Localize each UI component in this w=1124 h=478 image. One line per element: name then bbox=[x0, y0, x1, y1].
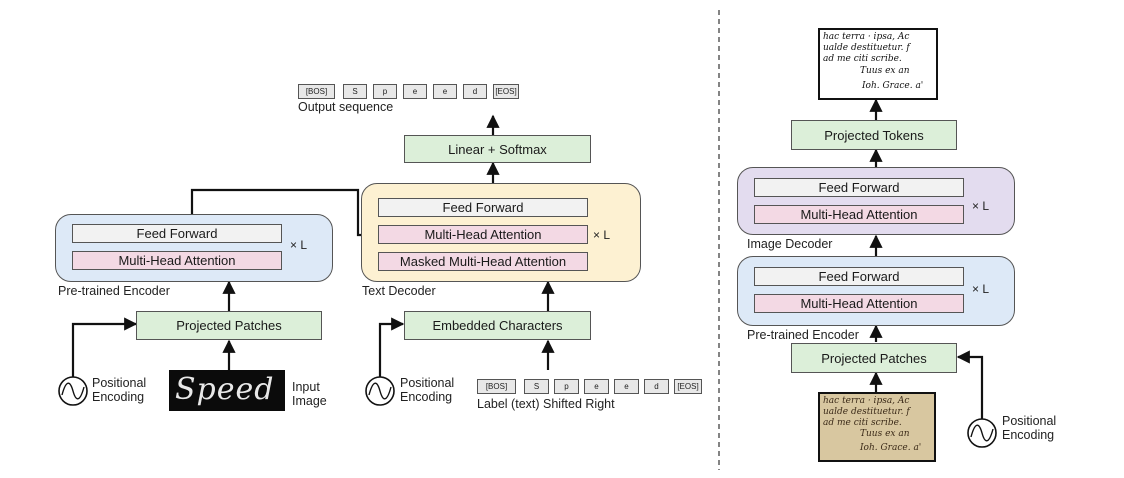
right-projected-patches: Projected Patches bbox=[791, 343, 957, 373]
output-image-line: Tuus ex an bbox=[860, 66, 910, 76]
left-encoder-repeat: × L bbox=[290, 238, 308, 252]
output-sequence: [BOS] S p e e d [EOS] bbox=[298, 84, 528, 99]
output-token: p bbox=[373, 84, 397, 99]
right-encoder-feed-forward: Feed Forward bbox=[754, 267, 964, 286]
decoder-positional-encoding-label: Positional Encoding bbox=[400, 376, 455, 404]
left-positional-encoding-label: Positional Encoding bbox=[92, 376, 147, 404]
input-token: d bbox=[644, 379, 669, 394]
right-positional-encoding-label: Positional Encoding bbox=[1002, 414, 1057, 442]
input-image-line: Ioh. Grace. a' bbox=[860, 443, 922, 453]
input-manuscript-image: hac terra · ipsa, Ac ualde destituetur. … bbox=[818, 392, 936, 462]
input-image-line: ad me citi scribe. bbox=[823, 418, 902, 428]
output-token: S bbox=[343, 84, 367, 99]
output-token: [EOS] bbox=[493, 84, 519, 99]
projected-tokens: Projected Tokens bbox=[791, 120, 957, 150]
left-encoder-attention: Multi-Head Attention bbox=[72, 251, 282, 270]
input-token: [EOS] bbox=[674, 379, 702, 394]
output-image-line: hac terra · ipsa, Ac bbox=[823, 32, 910, 42]
input-image-line: Tuus ex an bbox=[860, 429, 910, 439]
left-projected-patches: Projected Patches bbox=[136, 311, 322, 340]
image-decoder-repeat: × L bbox=[972, 199, 990, 213]
output-image: hac terra · ipsa, Ac ualde destituetur. … bbox=[818, 28, 938, 100]
input-sequence-label: Label (text) Shifted Right bbox=[477, 397, 615, 411]
input-image-handwriting: Speed bbox=[175, 372, 275, 407]
linear-softmax: Linear + Softmax bbox=[404, 135, 591, 163]
output-token: e bbox=[433, 84, 457, 99]
arrow-right-posenc-to-patches bbox=[956, 350, 984, 420]
input-token: p bbox=[554, 379, 579, 394]
output-image-line: ad me citi scribe. bbox=[823, 54, 902, 64]
output-image-line: Ioh. Grace. a' bbox=[862, 81, 924, 91]
image-decoder-caption: Image Decoder bbox=[747, 237, 833, 251]
text-decoder-masked-attention: Masked Multi-Head Attention bbox=[378, 252, 588, 271]
right-encoder-caption: Pre-trained Encoder bbox=[747, 328, 859, 342]
input-image-line: hac terra · ipsa, Ac bbox=[823, 396, 910, 406]
image-decoder-feed-forward: Feed Forward bbox=[754, 178, 964, 197]
input-image: Speed bbox=[169, 370, 285, 411]
right-encoder-attention: Multi-Head Attention bbox=[754, 294, 964, 313]
input-image-line: ualde destituetur. f bbox=[823, 407, 910, 417]
input-token: e bbox=[584, 379, 609, 394]
image-decoder-attention: Multi-Head Attention bbox=[754, 205, 964, 224]
text-decoder-feed-forward: Feed Forward bbox=[378, 198, 588, 217]
embedded-characters: Embedded Characters bbox=[404, 311, 591, 340]
text-decoder-repeat: × L bbox=[593, 228, 611, 242]
arrow-posenc-to-embedded bbox=[378, 317, 405, 378]
input-token: e bbox=[614, 379, 639, 394]
arrow-posenc-to-patches bbox=[71, 317, 138, 378]
input-token: S bbox=[524, 379, 549, 394]
input-sequence: [BOS] S p e e d [EOS] bbox=[477, 379, 702, 394]
text-decoder-caption: Text Decoder bbox=[362, 284, 436, 298]
input-image-label: Input Image bbox=[292, 380, 327, 408]
text-decoder-attention: Multi-Head Attention bbox=[378, 225, 588, 244]
output-token: d bbox=[463, 84, 487, 99]
left-encoder-feed-forward: Feed Forward bbox=[72, 224, 282, 243]
right-encoder-repeat: × L bbox=[972, 282, 990, 296]
output-token: [BOS] bbox=[298, 84, 335, 99]
input-token: [BOS] bbox=[477, 379, 516, 394]
left-encoder-caption: Pre-trained Encoder bbox=[58, 284, 170, 298]
output-sequence-label: Output sequence bbox=[298, 100, 394, 114]
output-token: e bbox=[403, 84, 427, 99]
output-image-line: ualde destituetur. f bbox=[823, 43, 910, 53]
